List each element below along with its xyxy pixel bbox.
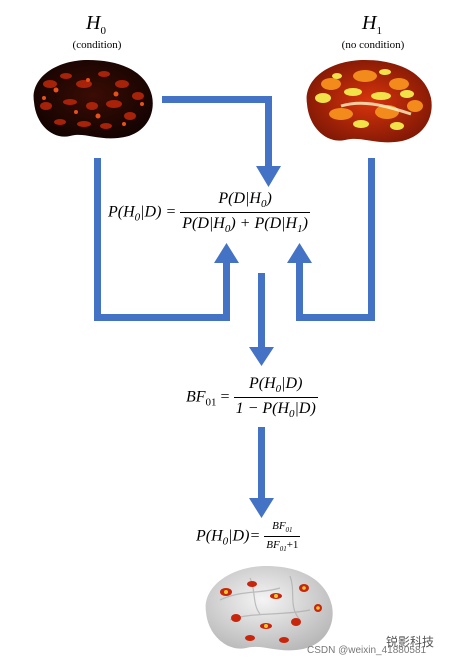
brain-h1-image (306, 60, 432, 143)
h1-caption: (no condition) (341, 39, 405, 51)
posterior-denominator: P(D|H0) + P(D|H1) (180, 212, 310, 235)
bf-numerator: P(H0|D) (248, 375, 303, 396)
equation-posterior-from-bf: P(H0|D)= BF01 BF01+1 (196, 520, 301, 554)
arrow-center-1-head (249, 347, 274, 366)
arrow-right-up-head (287, 243, 312, 263)
h0-caption: (condition) (72, 39, 122, 51)
arrow-top-horizontal (162, 96, 272, 103)
bf-denominator: 1 − P(H0|D) (233, 397, 318, 420)
arrow-right-bottom (296, 314, 375, 321)
equation-bayes-factor: BF01 = P(H0|D) 1 − P(H0|D) (186, 375, 318, 421)
arrow-center-2-head (249, 498, 274, 518)
posterior-fraction: P(D|H0) P(D|H0) + P(D|H1) (180, 190, 310, 235)
h0-label: H0 (86, 12, 106, 37)
brain-result-image (205, 566, 333, 651)
posterior-bf-denominator: BF01+1 (264, 536, 301, 553)
arrow-left-up-shaft (223, 262, 230, 321)
posterior-bf-numerator: BF01 (272, 520, 293, 535)
csdn-watermark: CSDN @weixin_41880581 (307, 645, 427, 656)
arrow-top-down-head (256, 166, 281, 187)
arrow-left-bottom (94, 314, 230, 321)
h1-label: H1 (362, 12, 382, 37)
arrow-right-up-shaft (296, 262, 303, 321)
equation-posterior: P(H0|D) = P(D|H0) P(D|H0) + P(D|H1) (108, 190, 310, 236)
arrow-left-vertical (94, 158, 101, 321)
brand-watermark: 锐影科技 (386, 635, 435, 649)
arrow-center-2-shaft (258, 427, 265, 499)
arrow-right-vertical (368, 158, 375, 321)
bf-fraction: P(H0|D) 1 − P(H0|D) (233, 375, 318, 420)
posterior-numerator: P(D|H0) (218, 190, 272, 211)
brain-h0-image (33, 60, 153, 139)
posterior-bf-fraction: BF01 BF01+1 (264, 520, 301, 553)
arrow-top-down-shaft (265, 96, 272, 168)
arrow-left-up-head (214, 243, 239, 263)
arrow-center-1-shaft (258, 273, 265, 348)
